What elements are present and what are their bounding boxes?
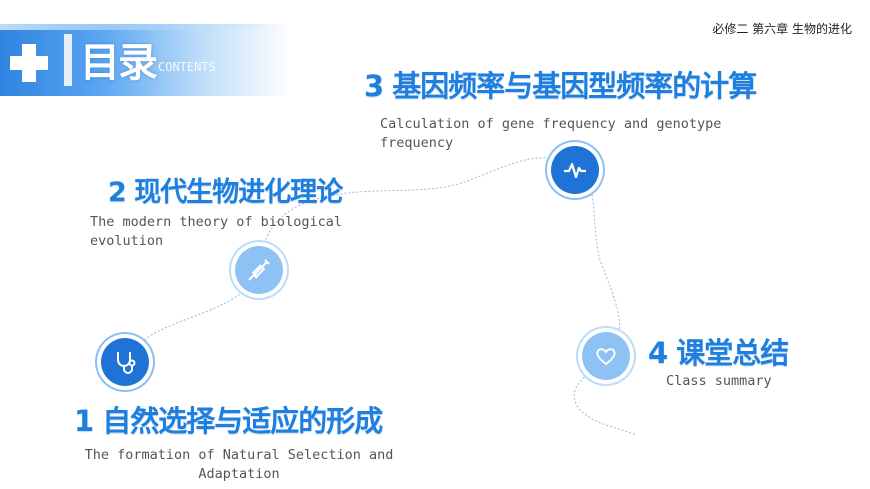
stethoscope-icon bbox=[117, 352, 136, 374]
item-2-number: 2 bbox=[108, 177, 127, 208]
item-3-label: 基因频率与基因型频率的计算 bbox=[392, 69, 757, 103]
syringe-icon bbox=[248, 259, 270, 281]
item-4-label: 课堂总结 bbox=[676, 336, 789, 370]
item-1-label: 自然选择与适应的形成 bbox=[102, 404, 383, 438]
item-4-number: 4 bbox=[648, 336, 668, 370]
pulse-icon bbox=[564, 162, 586, 179]
page-title: 目录 bbox=[80, 40, 158, 86]
item-2-label: 现代生物进化理论 bbox=[134, 177, 343, 208]
item-4-title[interactable]: 4 课堂总结 bbox=[648, 330, 789, 372]
item-1-description: The formation of Natural Selection and A… bbox=[44, 446, 434, 484]
item-2-desc-line-1: The modern theory of biological bbox=[90, 214, 342, 230]
node-2[interactable] bbox=[235, 246, 283, 294]
item-2-desc-line-2: evolution bbox=[90, 233, 164, 249]
item-3-number: 3 bbox=[364, 69, 384, 103]
page-subtitle: CONTENTS bbox=[158, 60, 216, 74]
item-3-description: Calculation of gene frequency and genoty… bbox=[380, 115, 810, 153]
item-3-title[interactable]: 3 基因频率与基因型频率的计算 bbox=[364, 63, 757, 105]
item-4-desc-line-1: Class summary bbox=[666, 373, 772, 389]
header-divider bbox=[64, 34, 72, 86]
node-3[interactable] bbox=[551, 146, 599, 194]
breadcrumb: 必修二 第六章 生物的进化 bbox=[712, 22, 852, 36]
node-1[interactable] bbox=[101, 338, 149, 386]
item-1-desc-line-2: Adaptation bbox=[198, 466, 280, 482]
item-2-title[interactable]: 2 现代生物进化理论 bbox=[108, 170, 343, 209]
item-1-desc-line-1: The formation of Natural Selection and bbox=[84, 447, 394, 463]
node-4[interactable] bbox=[582, 332, 630, 380]
item-1-number: 1 bbox=[74, 404, 94, 438]
item-3-desc-line-1: Calculation of gene frequency and genoty… bbox=[380, 116, 722, 132]
item-1-title[interactable]: 1 自然选择与适应的形成 bbox=[74, 398, 383, 440]
header-band bbox=[0, 24, 290, 96]
item-2-description: The modern theory of biological evolutio… bbox=[90, 213, 420, 251]
header-highlight bbox=[0, 24, 290, 30]
item-4-description: Class summary bbox=[666, 372, 846, 391]
heart-icon bbox=[596, 348, 616, 366]
medical-cross-icon bbox=[8, 42, 50, 84]
item-3-desc-line-2: frequency bbox=[380, 135, 454, 151]
